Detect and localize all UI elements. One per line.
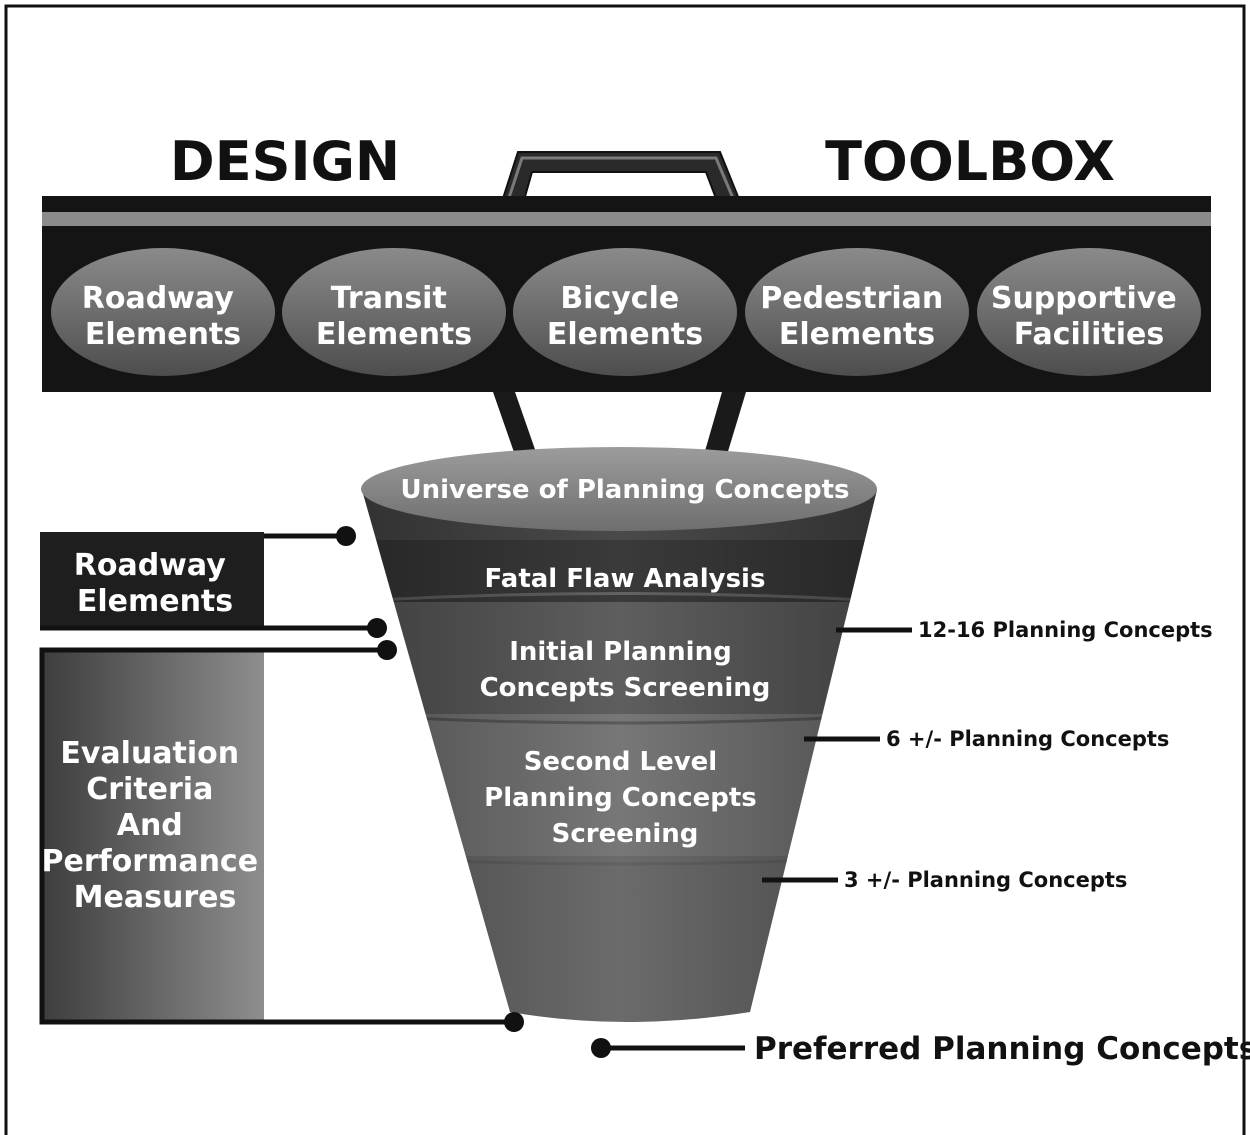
element-oval [745,248,969,376]
side-evaluation-panel [44,652,264,1020]
side-evaluation-box: Evaluation Criteria And Performance Meas… [39,640,524,1032]
callout-label: 3 +/- Planning Concepts [844,868,1127,892]
toolbox-elements: Roadway Elements Transit Elements Bicycl… [51,248,1201,376]
side-roadway-line2: Elements [77,584,233,619]
evaluation-line1: Evaluation [60,736,239,771]
svg-text:Initial Planning Concept: Initial Planning Concepts Screening [480,637,771,703]
element-label-line2: Elements [85,317,241,352]
svg-text:Transit Elements: Transit Elements [316,281,472,352]
element-label-line2: Elements [316,317,472,352]
funnel: Universe of Planning Concepts Fatal Flaw… [361,447,877,1022]
callout-12-16: 12-16 Planning Concepts [836,618,1213,642]
side-roadway-box: Roadway Elements [40,526,387,638]
side-roadway-panel [40,532,264,628]
toolbox-element-roadway: Roadway Elements [51,248,275,376]
element-label-line1: Transit [331,281,447,316]
svg-text:Supportive Facilities: Supportive Facilities [991,281,1187,352]
toolbox-element-bicycle: Bicycle Elements [513,248,737,376]
evaluation-bracket [39,647,514,1025]
stage-initial-label-line1: Initial Planning [509,637,732,667]
evaluation-line3: And [117,808,183,843]
element-label-line2: Elements [547,317,703,352]
element-oval [513,248,737,376]
preferred-output: Preferred Planning Concepts [591,1031,1250,1067]
evaluation-line2: Criteria [86,772,213,807]
toolbox-title-left: DESIGN [170,130,400,193]
stage-fatal-flaw-label: Fatal Flaw Analysis [485,564,766,594]
toolbox-leg-left [493,392,538,458]
toolbox-leg-right [703,392,746,458]
element-label-line2: Elements [779,317,935,352]
svg-text:Universe of Planning Concepts: Universe of Planning Concepts [401,475,850,505]
stage-second-label-line1: Second Level [524,747,718,777]
stage-universe-label: Universe of Planning Concepts [401,475,850,505]
connector-dot [367,618,387,638]
preferred-label: Preferred Planning Concepts [754,1031,1250,1067]
element-label-line1: Bicycle [560,281,679,316]
evaluation-line5: Measures [74,880,237,915]
connector-dot [377,640,397,660]
funnel-top-rim [361,447,877,531]
connector-dot [336,526,356,546]
callout-3: 3 +/- Planning Concepts [762,868,1127,892]
element-label-line2: Facilities [1014,317,1164,352]
callout-label: 12-16 Planning Concepts [918,618,1213,642]
element-label-line1: Supportive [991,281,1177,316]
svg-text:Fatal Flaw Analysis: Fatal Flaw Analysis [485,564,766,594]
outer-frame [4,4,1246,1135]
toolbox-stripe [42,212,1211,226]
connector-dot [504,1012,524,1032]
toolbox-title-right: TOOLBOX [825,130,1115,193]
svg-text:Evaluation Criteria: Evaluation Criteria And Performance Meas… [41,736,268,915]
svg-text:Second Level Planning Co: Second Level Planning Concepts Screening [484,747,766,849]
toolbox-element-supportive: Supportive Facilities [977,248,1201,376]
element-oval [51,248,275,376]
stage-second-label-line2: Planning Concepts [484,783,757,813]
callout-label: 6 +/- Planning Concepts [886,727,1169,751]
toolbox-element-pedestrian: Pedestrian Elements [745,248,969,376]
callout-6: 6 +/- Planning Concepts [804,727,1169,751]
svg-text:Roadway Elements: Roadway Elements [74,548,236,619]
stage-initial-label-line2: Concepts Screening [480,673,771,703]
evaluation-line4: Performance [41,844,258,879]
stage-second-label-line3: Screening [552,819,699,849]
element-oval [977,248,1201,376]
svg-text:Roadway Elements: Roadway Elements [82,281,244,352]
element-label-line1: Roadway [82,281,234,316]
element-label-line1: Pedestrian [760,281,943,316]
side-roadway-line1: Roadway [74,548,226,583]
svg-text:Bicycle Elements: Bicycle Elements [547,281,703,352]
svg-text:Pedestrian Elements: Pedestrian Elements [760,281,954,352]
element-oval [282,248,506,376]
toolbox-element-transit: Transit Elements [282,248,506,376]
toolbox-handle-highlight [503,156,740,211]
